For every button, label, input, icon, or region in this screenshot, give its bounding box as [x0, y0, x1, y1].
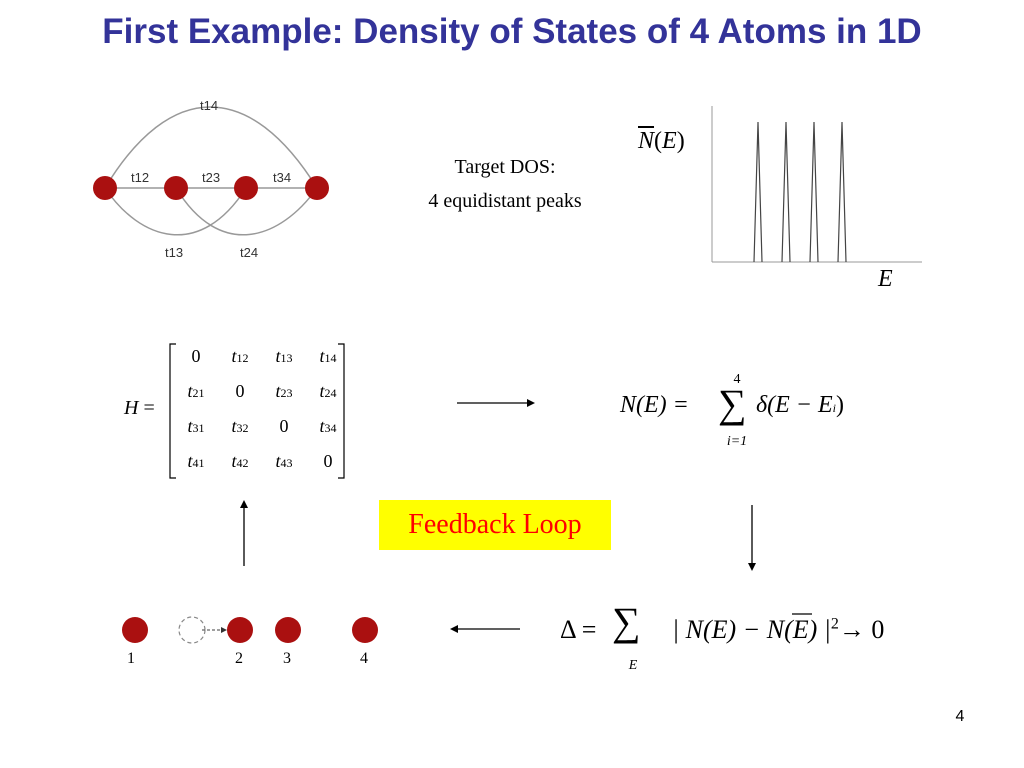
- sum-lower: i=1: [726, 434, 748, 449]
- dos-peak: [809, 121, 819, 263]
- matrix-cell: t24: [319, 381, 337, 401]
- delta-formula-body: | N(E) − N(E) |2→ 0: [672, 615, 884, 645]
- matrix-cell: t21: [187, 381, 205, 401]
- matrix-cell: 0: [323, 451, 333, 471]
- matrix-cell: t14: [319, 346, 337, 366]
- atom-1: [122, 617, 148, 643]
- target-dos-line2: 4 equidistant peaks: [428, 190, 582, 212]
- dos-formula-body: δ(E − Ei): [756, 392, 844, 419]
- matrix-cell: t31: [187, 416, 205, 436]
- matrix-cell: t42: [231, 451, 249, 471]
- delta-formula-lhs: Δ =: [560, 615, 597, 644]
- hamiltonian-matrix: 0 t12 t13 t14 t21 0 t23 t24 t31 t32 0 t34 t41 t42 t43 0: [174, 346, 350, 478]
- graph-atom-4: [305, 176, 329, 200]
- label-t14: t14: [200, 98, 219, 113]
- delta-formula-power: 2: [830, 615, 839, 633]
- matrix-brackets: [169, 343, 345, 479]
- label-t23: t23: [202, 170, 221, 185]
- atom-chain: [122, 616, 378, 644]
- label-t24: t24: [240, 245, 259, 260]
- target-dos-text: Target DOS: 4 equidistant peaks: [400, 150, 610, 218]
- atom-2: [227, 617, 253, 643]
- atom-label-3: 3: [283, 650, 291, 667]
- hopping-graph: [93, 106, 329, 236]
- dos-xlabel: E: [878, 266, 893, 292]
- hamiltonian-symbol: H: [124, 397, 139, 419]
- dos-formula-body-sub: i: [832, 401, 837, 415]
- dos-formula-body-main: δ(E − E: [756, 392, 833, 418]
- dos-formula-body-end: ): [836, 392, 845, 418]
- matrix-cell: 0: [191, 346, 201, 366]
- dos-formula-lhs: N(E) =: [620, 392, 689, 418]
- matrix-cell: t43: [275, 451, 293, 471]
- arrow-down: [748, 505, 756, 571]
- graph-atom-3: [234, 176, 258, 200]
- matrix-cell: t41: [187, 451, 205, 471]
- edge-t14: [104, 106, 318, 189]
- feedback-loop-label: Feedback Loop: [379, 500, 611, 550]
- page-number: 4: [955, 708, 965, 725]
- arrow-left: [450, 625, 520, 633]
- atom-label-2: 2: [235, 650, 243, 667]
- delta-formula-body-main: | N(E) − N(E) |: [672, 615, 831, 644]
- slide-title: First Example: Density of States of 4 At…: [102, 12, 922, 51]
- graph-atom-1: [93, 176, 117, 200]
- graph-atom-2: [164, 176, 188, 200]
- dos-peak: [781, 121, 791, 263]
- ghost-atom: [178, 616, 206, 644]
- label-t12: t12: [131, 170, 150, 185]
- matrix-cell: t23: [275, 381, 293, 401]
- arrow-up: [240, 500, 248, 566]
- delta-sum-lower: E: [628, 658, 638, 673]
- sum-upper: 4: [733, 372, 741, 387]
- label-t13: t13: [165, 245, 184, 260]
- dos-ylabel-arg: E: [662, 128, 677, 154]
- dos-plot: [711, 106, 922, 263]
- dos-ylabel-symbol: N: [638, 128, 655, 154]
- dos-formula: N(E) =: [620, 392, 689, 419]
- atom-label-4: 4: [360, 650, 368, 667]
- delta-sum-symbol: ∑: [612, 599, 641, 644]
- edge-t24: [175, 187, 318, 236]
- matrix-cell: 0: [235, 381, 245, 401]
- target-dos-line1: Target DOS:: [454, 156, 556, 178]
- matrix-cell: t32: [231, 416, 249, 436]
- dos-peak: [837, 121, 847, 263]
- hamiltonian-lhs: H =: [124, 397, 155, 419]
- delta-formula-arrow: → 0: [838, 615, 885, 644]
- sum-symbol: ∑: [718, 381, 747, 426]
- matrix-cell: 0: [279, 416, 289, 436]
- dos-ylabel: N(E): [638, 128, 685, 154]
- atom-4: [352, 617, 378, 643]
- matrix-cell: t13: [275, 346, 293, 366]
- nbar-overline: [792, 613, 812, 615]
- atom-3: [275, 617, 301, 643]
- matrix-cell: t12: [231, 346, 249, 366]
- arrow-right: [457, 399, 535, 407]
- edge-t13: [104, 187, 247, 236]
- atom-label-1: 1: [127, 650, 135, 667]
- dos-peak: [753, 121, 763, 263]
- matrix-cell: t34: [319, 416, 337, 436]
- label-t34: t34: [273, 170, 292, 185]
